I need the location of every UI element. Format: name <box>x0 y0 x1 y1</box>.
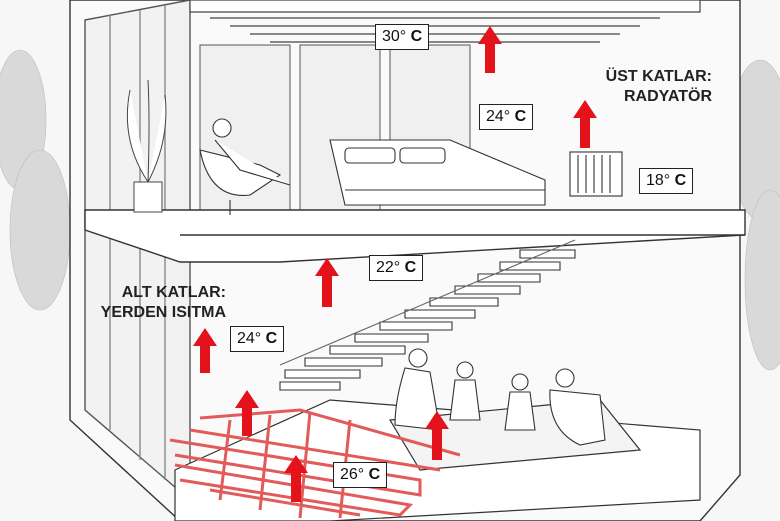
upper-floor-slab <box>84 209 746 263</box>
plant <box>126 79 167 213</box>
lower-caption-line1: ALT KATLAR: <box>121 284 226 301</box>
temp-label-lower-upper: 22° C <box>369 255 424 281</box>
temp-value: 30° <box>382 28 407 45</box>
temp-unit: C <box>368 466 381 483</box>
upper-caption-line1: ÜST KATLAR: <box>605 68 712 85</box>
temp-unit: C <box>674 172 687 189</box>
radiator <box>569 151 623 197</box>
temp-unit: C <box>265 330 278 347</box>
temp-label-upper-ceiling: 30° C <box>375 24 430 50</box>
arrow-up-upper-mid <box>573 100 597 148</box>
temp-value: 26° <box>340 466 365 483</box>
staircase <box>279 239 576 391</box>
temp-label-lower-floor: 26° C <box>333 462 388 488</box>
lower-floor-caption: ALT KATLAR: YERDEN ISITMA <box>70 283 226 323</box>
temp-unit: C <box>514 108 527 125</box>
temp-value: 18° <box>646 172 671 189</box>
temp-unit: C <box>404 259 417 276</box>
arrow-up-lower-mid <box>193 328 217 373</box>
temp-value: 22° <box>376 259 401 276</box>
lower-caption-line2: YERDEN ISITMA <box>100 304 226 321</box>
arrow-up-upper-ceiling <box>478 26 502 73</box>
temp-label-upper-mid: 24° C <box>479 104 534 130</box>
arrow-up-lower-floor-right <box>425 411 449 460</box>
temp-label-upper-radiator: 18° C <box>639 168 694 194</box>
family-group <box>394 348 606 446</box>
temp-value: 24° <box>237 330 262 347</box>
heat-arrows <box>193 26 597 502</box>
arrow-up-lower-floor-left <box>235 390 259 436</box>
ceiling-beams <box>189 0 701 43</box>
upper-caption-line2: RADYATÖR <box>623 88 712 105</box>
temp-unit: C <box>410 28 423 45</box>
temp-value: 24° <box>486 108 511 125</box>
temp-label-lower-mid: 24° C <box>230 326 285 352</box>
reading-person <box>199 118 291 215</box>
background-trees <box>0 49 780 371</box>
arrow-up-lower-floor-center <box>284 455 308 502</box>
arrow-up-lower-upper <box>315 258 339 307</box>
bed <box>329 139 546 206</box>
upper-floor-caption: ÜST KATLAR: RADYATÖR <box>580 67 712 107</box>
